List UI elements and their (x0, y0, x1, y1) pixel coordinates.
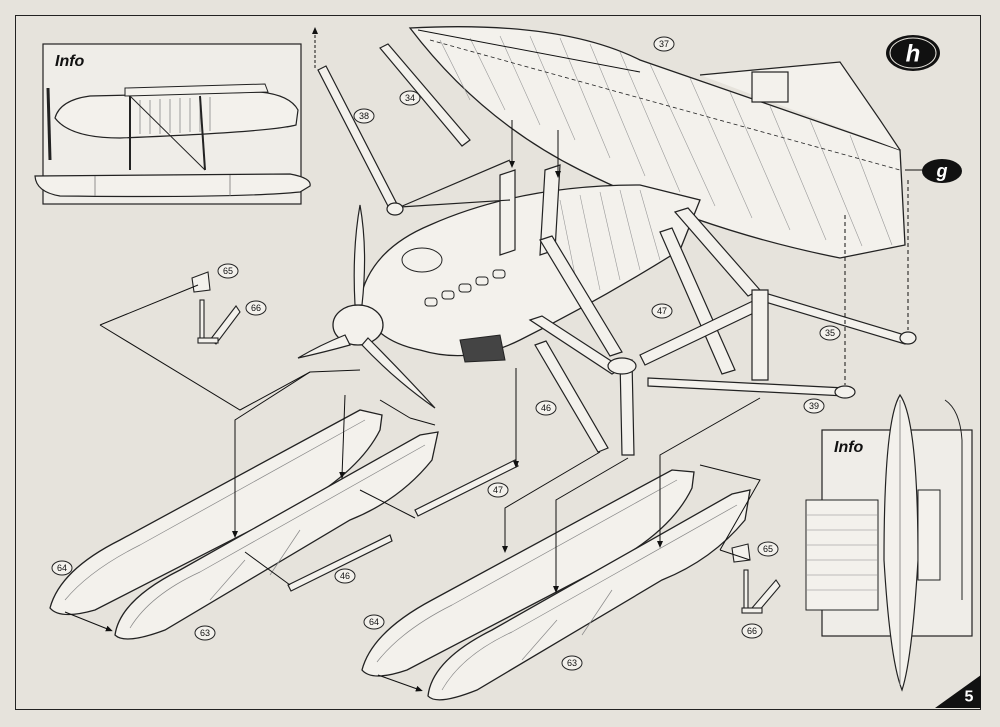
svg-text:65: 65 (763, 544, 773, 554)
page-border (15, 15, 981, 710)
svg-text:47: 47 (657, 306, 667, 316)
callout-46-upper: 46 (535, 400, 557, 416)
svg-text:65: 65 (223, 266, 233, 276)
svg-text:34: 34 (405, 93, 415, 103)
callout-46-lower: 46 (334, 568, 356, 584)
svg-text:38: 38 (359, 111, 369, 121)
svg-text:64: 64 (57, 563, 67, 573)
svg-text:63: 63 (200, 628, 210, 638)
page-number-corner: 5 (935, 675, 981, 708)
callout-65-left: 65 (217, 263, 239, 279)
callout-65-right: 65 (757, 541, 779, 557)
svg-text:46: 46 (340, 571, 350, 581)
svg-text:h: h (906, 41, 921, 68)
svg-text:g: g (936, 161, 948, 181)
callout-39: 39 (803, 398, 825, 414)
callout-63-left: 63 (194, 625, 216, 641)
svg-text:37: 37 (659, 39, 669, 49)
svg-text:64: 64 (369, 617, 379, 627)
parts-65-66-right (731, 543, 781, 614)
upper-wing (408, 26, 906, 259)
callout-66-left: 66 (245, 300, 267, 316)
callout-35: 35 (819, 325, 841, 341)
info-label-top: Info (55, 53, 85, 70)
callout-66-right: 66 (741, 623, 763, 639)
floats-right (361, 469, 751, 701)
callout-37: 37 (653, 36, 675, 52)
svg-text:66: 66 (747, 626, 757, 636)
svg-text:39: 39 (809, 401, 819, 411)
callout-47-upper: 47 (651, 303, 673, 319)
page-number: 5 (965, 689, 974, 706)
info-label-bottom: Info (834, 439, 864, 456)
callout-34: 34 (399, 90, 421, 106)
fuselage (297, 184, 701, 409)
info-inset-bottom-right: Info (805, 393, 973, 692)
callout-47-lower: 47 (487, 482, 509, 498)
struts (287, 43, 917, 592)
callout-64-right: 64 (363, 614, 385, 630)
info-inset-top-left: Info (34, 43, 311, 205)
svg-text:63: 63 (567, 658, 577, 668)
svg-text:66: 66 (251, 303, 261, 313)
step-badge-g: g (922, 159, 962, 183)
callout-38: 38 (353, 108, 375, 124)
callout-64-left: 64 (51, 560, 73, 576)
part-callouts: 37 34 38 65 66 47 35 46 39 47 64 46 63 6… (51, 36, 841, 671)
svg-text:47: 47 (493, 485, 503, 495)
svg-text:35: 35 (825, 328, 835, 338)
floats-left (49, 409, 439, 640)
parts-65-66-left (191, 271, 241, 345)
callout-63-right: 63 (561, 655, 583, 671)
svg-text:46: 46 (541, 403, 551, 413)
step-badge-h: h (886, 35, 940, 71)
